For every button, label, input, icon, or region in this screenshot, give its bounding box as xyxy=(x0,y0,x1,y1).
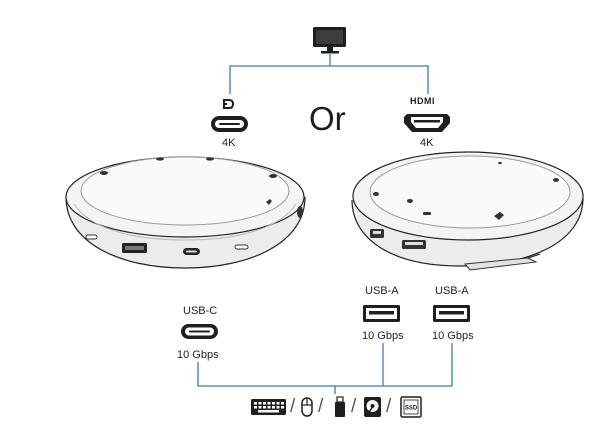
hdmi-port-icon xyxy=(404,114,450,132)
displayport-resolution-label: 4K xyxy=(222,137,236,149)
monitor-icon xyxy=(313,27,346,54)
separator-slash: / xyxy=(351,396,357,417)
hdmi-resolution-label: 4K xyxy=(420,137,434,149)
separator-slash: / xyxy=(290,396,296,417)
ssd-label: SSD xyxy=(405,406,418,412)
video-connector-lines xyxy=(229,54,429,94)
usb-drive-icon xyxy=(335,396,345,417)
displayport-logo-icon xyxy=(223,99,234,109)
usb-a-speed-label: 10 Gbps xyxy=(362,330,404,342)
usb-a-port-icon xyxy=(363,305,400,322)
keyboard-icon xyxy=(251,399,286,415)
mouse-icon xyxy=(301,397,313,417)
ssd-icon: SSD xyxy=(400,396,422,418)
usb-a-speed-label: 10 Gbps xyxy=(432,330,474,342)
or-text: Or xyxy=(309,100,346,137)
usb-a-port-label: USB-A xyxy=(435,285,469,297)
usb-c-port-label: USB-C xyxy=(183,305,218,317)
usb-c-port-icon xyxy=(181,324,218,339)
data-connector-lines xyxy=(197,343,453,394)
usb-a-port-label: USB-A xyxy=(365,285,399,297)
hdmi-logo-text: HDMI xyxy=(410,96,435,106)
separator-slash: / xyxy=(386,396,392,417)
hard-drive-icon xyxy=(364,397,381,417)
usb-a-port-icon xyxy=(433,305,470,322)
usb-c-speed-label: 10 Gbps xyxy=(177,349,219,361)
separator-slash: / xyxy=(318,396,324,417)
displayport-port-icon xyxy=(211,116,248,132)
speakerphone-dock-right xyxy=(351,151,584,271)
speakerphone-dock-left xyxy=(65,156,306,269)
